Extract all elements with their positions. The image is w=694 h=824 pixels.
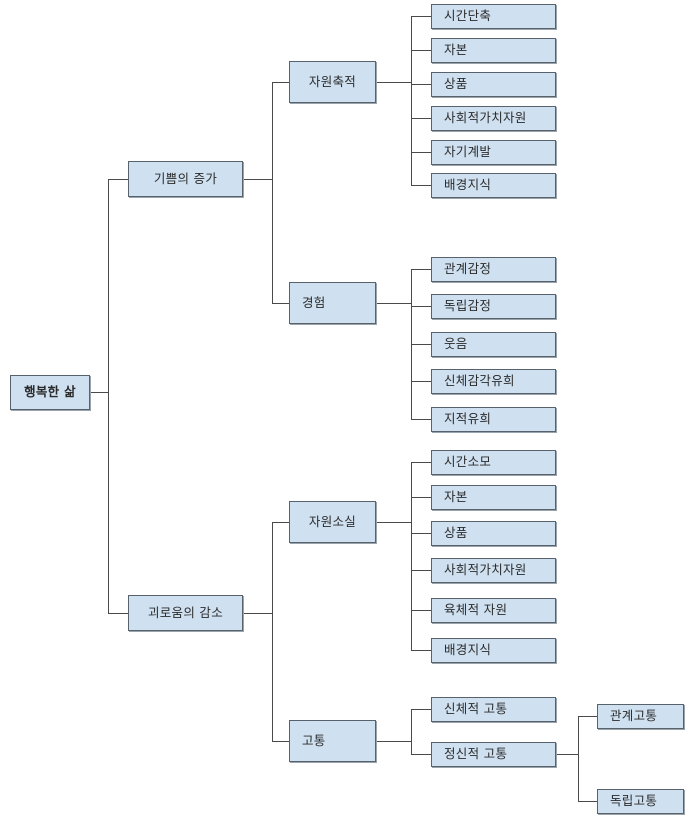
connector-branch1-to-child1 — [272, 82, 289, 83]
connector-group2-leaf-2 — [411, 306, 431, 307]
leaf-node[interactable]: 신체적 고통 — [431, 697, 556, 722]
leaf-label: 배경지식 — [444, 177, 492, 193]
connector-root-to-branch-1 — [108, 179, 128, 180]
leaf-label: 시간단축 — [444, 8, 492, 24]
leaf-label: 신체적 고통 — [444, 701, 508, 717]
connector-group2-leaf-1 — [411, 269, 431, 270]
leaf-label: 관계고통 — [610, 708, 658, 724]
leaf-node[interactable]: 시간단축 — [431, 4, 556, 29]
leaf-label: 독립고통 — [610, 793, 658, 809]
connector-group4-stub — [376, 741, 411, 742]
connector-group1-spine — [411, 16, 412, 185]
connector-group1-leaf-1 — [411, 16, 431, 17]
leaf-node[interactable]: 지적유희 — [431, 407, 556, 432]
leaf-node[interactable]: 관계감정 — [431, 257, 556, 282]
leaf-node[interactable]: 사회적가치자원 — [431, 558, 556, 583]
connector-group4-spine — [411, 709, 412, 754]
connector-group3-leaf-6 — [411, 650, 431, 651]
leaf-label: 자기계발 — [444, 144, 492, 160]
connector-group4-leaf-2 — [411, 754, 431, 755]
leaf-label: 자본 — [444, 489, 468, 505]
node-group-1[interactable]: 자원축적 — [289, 61, 376, 103]
leaf-label: 신체감각유희 — [444, 373, 515, 389]
connector-group3-leaf-4 — [411, 570, 431, 571]
node-group-4[interactable]: 고통 — [289, 720, 376, 762]
leaf-node[interactable]: 자기계발 — [431, 140, 556, 165]
connector-group1-leaf-5 — [411, 152, 431, 153]
leaf-node[interactable]: 상품 — [431, 72, 556, 97]
leaf-node[interactable]: 자본 — [431, 485, 556, 510]
leaf-label: 정신적 고통 — [444, 746, 508, 762]
node-branch-2[interactable]: 괴로움의 감소 — [128, 595, 243, 631]
connector-group2-leaf-3 — [411, 344, 431, 345]
connector-branch1-stub — [243, 179, 272, 180]
leaf-node[interactable]: 사회적가치자원 — [431, 106, 556, 131]
leaf-node[interactable]: 관계고통 — [597, 704, 684, 729]
leaf-label: 상품 — [444, 76, 468, 92]
leaf-node[interactable]: 신체감각유희 — [431, 369, 556, 394]
connector-group1-stub — [376, 82, 411, 83]
connector-group2-leaf-5 — [411, 419, 431, 420]
connector-group2-stub — [376, 303, 411, 304]
leaf-label: 사회적가치자원 — [444, 110, 527, 126]
connector-group1-leaf-6 — [411, 185, 431, 186]
leaf-label: 웃음 — [444, 336, 468, 352]
node-group-2-label: 경험 — [302, 294, 326, 310]
node-group-2[interactable]: 경험 — [289, 282, 376, 324]
node-group-3[interactable]: 자원소실 — [289, 501, 376, 543]
leaf-node[interactable]: 상품 — [431, 521, 556, 546]
leaf-label: 배경지식 — [444, 642, 492, 658]
node-root[interactable]: 행복한 삶 — [10, 375, 90, 410]
connector-group3-leaf-2 — [411, 497, 431, 498]
connector-root-stub — [90, 392, 108, 393]
leaf-label: 지적유희 — [444, 411, 492, 427]
connector-branch2-to-child2 — [272, 741, 289, 742]
connector-group3-leaf-1 — [411, 462, 431, 463]
connector-root-to-branch-2 — [108, 613, 128, 614]
connector-group5-stub — [556, 754, 578, 755]
leaf-label: 독립감정 — [444, 298, 492, 314]
node-group-1-label: 자원축적 — [308, 73, 357, 89]
connector-group5-spine — [578, 716, 579, 801]
leaf-node[interactable]: 정신적 고통 — [431, 742, 556, 767]
connector-group1-leaf-2 — [411, 50, 431, 51]
node-group-3-label: 자원소실 — [308, 513, 357, 529]
leaf-label: 관계감정 — [444, 261, 492, 277]
connector-group1-leaf-4 — [411, 118, 431, 119]
connector-group3-leaf-5 — [411, 610, 431, 611]
connector-group2-leaf-4 — [411, 381, 431, 382]
leaf-node[interactable]: 배경지식 — [431, 173, 556, 198]
leaf-label: 상품 — [444, 525, 468, 541]
node-branch-2-label: 괴로움의 감소 — [147, 604, 224, 620]
connector-branch2-spine — [272, 522, 273, 741]
connector-group4-leaf-1 — [411, 709, 431, 710]
leaf-label: 자본 — [444, 42, 468, 58]
leaf-label: 육체적 자원 — [444, 602, 508, 618]
connector-root-spine — [108, 179, 109, 613]
connector-branch2-stub — [243, 613, 272, 614]
leaf-node[interactable]: 시간소모 — [431, 450, 556, 475]
node-root-label: 행복한 삶 — [24, 384, 76, 400]
leaf-node[interactable]: 자본 — [431, 38, 556, 63]
leaf-node[interactable]: 독립고통 — [597, 789, 684, 814]
connector-branch2-to-child1 — [272, 522, 289, 523]
connector-group3-stub — [376, 522, 411, 523]
leaf-node[interactable]: 배경지식 — [431, 638, 556, 663]
leaf-label: 사회적가치자원 — [444, 562, 527, 578]
connector-group3-leaf-3 — [411, 533, 431, 534]
connector-group5-leaf-1 — [578, 716, 597, 717]
node-branch-1[interactable]: 기쁨의 증가 — [128, 161, 243, 197]
connector-group1-leaf-3 — [411, 84, 431, 85]
connector-branch1-spine — [272, 82, 273, 303]
node-branch-1-label: 기쁨의 증가 — [153, 170, 218, 186]
leaf-node[interactable]: 웃음 — [431, 332, 556, 357]
leaf-node[interactable]: 육체적 자원 — [431, 598, 556, 623]
connector-group3-spine — [411, 462, 412, 650]
leaf-label: 시간소모 — [444, 454, 492, 470]
leaf-node[interactable]: 독립감정 — [431, 294, 556, 319]
node-group-4-label: 고통 — [302, 732, 326, 748]
connector-branch1-to-child2 — [272, 303, 289, 304]
connector-group5-leaf-2 — [578, 801, 597, 802]
